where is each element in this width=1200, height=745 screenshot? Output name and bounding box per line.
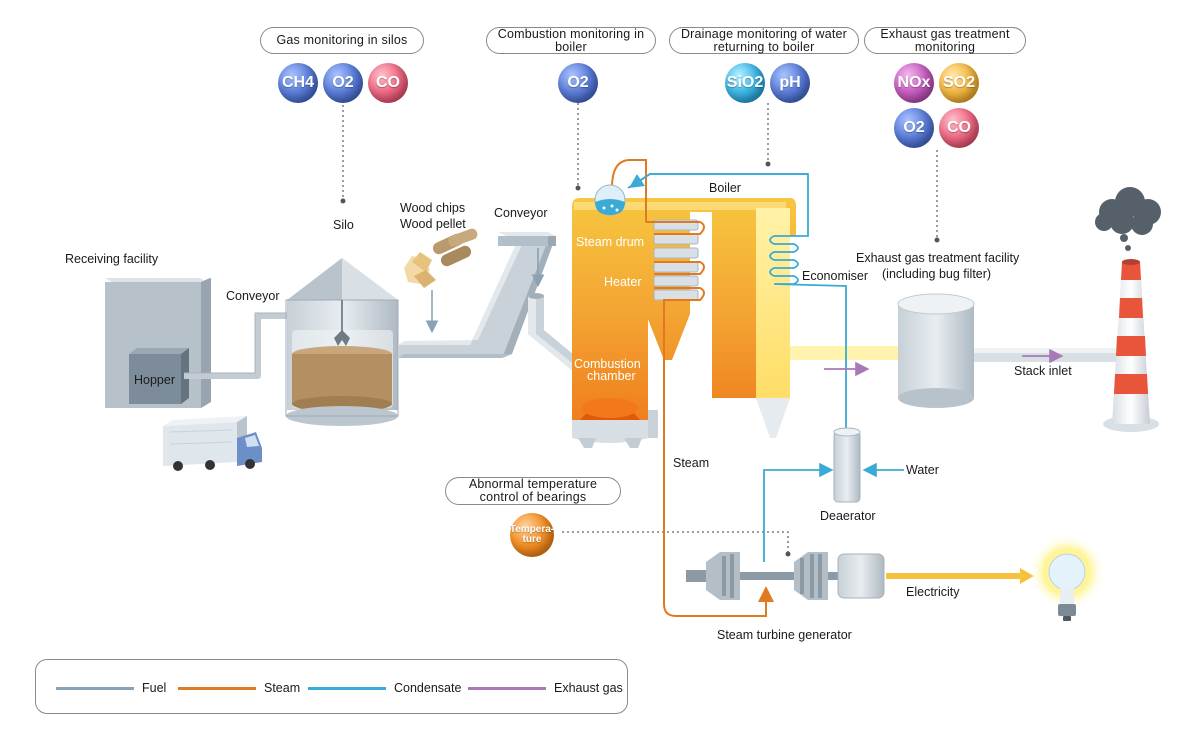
stack bbox=[1103, 259, 1159, 432]
label-silo: Silo bbox=[333, 218, 354, 232]
legend-exhaust-line bbox=[468, 686, 546, 690]
light-bulb-icon bbox=[1029, 534, 1105, 621]
legend-condensate-line bbox=[308, 686, 386, 690]
label-chamber: chamber bbox=[587, 369, 636, 383]
monitor-gas-silos: Gas monitoring in silos bbox=[260, 27, 424, 54]
exhaust-treatment-facility bbox=[897, 293, 975, 408]
label-heater: Heater bbox=[604, 275, 642, 289]
gas-o2-icon: O2 bbox=[323, 63, 363, 103]
gas-ch4-icon: CH4 bbox=[278, 63, 318, 103]
temperature-gauge-icon: Tempera- ture bbox=[510, 513, 554, 557]
gas-ph-icon: pH bbox=[770, 63, 810, 103]
legend-label: Exhaust gas bbox=[554, 681, 623, 695]
legend: Fuel Steam Condensate Exhaust gas bbox=[35, 659, 628, 714]
label-wood-pellet: Wood pellet bbox=[400, 217, 466, 231]
label-wood-chips: Wood chips bbox=[400, 201, 466, 215]
label-water: Water bbox=[906, 463, 939, 477]
legend-label: Fuel bbox=[142, 681, 167, 695]
legend-fuel-line bbox=[56, 686, 134, 690]
monitor-leaders bbox=[342, 103, 938, 552]
monitor-exhaust: Exhaust gas treatment monitoring bbox=[864, 27, 1026, 54]
feed-chute bbox=[528, 293, 580, 372]
truck-icon bbox=[163, 416, 262, 471]
label-economiser: Economiser bbox=[802, 269, 868, 283]
condensate-lines bbox=[627, 173, 904, 562]
label-bug-filter: (including bug filter) bbox=[882, 267, 992, 281]
gas-so2-icon: SO2 bbox=[939, 63, 979, 103]
monitor-drainage: Drainage monitoring of water returning t… bbox=[669, 27, 859, 54]
label-exhaust-facility: Exhaust gas treatment facility bbox=[856, 251, 1020, 265]
monitor-bearings: Abnormal temperature control of bearings bbox=[445, 477, 621, 505]
economiser bbox=[756, 208, 902, 438]
label-conveyor-1: Conveyor bbox=[226, 289, 280, 303]
silo bbox=[285, 258, 399, 426]
smoke-icon bbox=[1095, 187, 1161, 251]
label-stack-inlet: Stack inlet bbox=[1014, 364, 1072, 378]
label-receiving-facility: Receiving facility bbox=[65, 252, 159, 266]
steam-turbine-generator bbox=[686, 552, 885, 600]
label-boiler: Boiler bbox=[709, 181, 741, 195]
gas-sio2-icon: SiO2 bbox=[725, 63, 765, 103]
gas-o2-icon: O2 bbox=[894, 108, 934, 148]
gas-co-icon: CO bbox=[368, 63, 408, 103]
gas-o2-icon: O2 bbox=[558, 63, 598, 103]
steam-lines bbox=[611, 159, 774, 617]
legend-steam-line bbox=[178, 686, 256, 690]
legend-fuel: Fuel bbox=[56, 681, 166, 695]
label-conveyor-2: Conveyor bbox=[494, 206, 548, 220]
label-combustion: Combustion bbox=[574, 357, 641, 371]
gas-co-icon: CO bbox=[939, 108, 979, 148]
furnace bbox=[572, 198, 796, 448]
monitor-combustion: Combustion monitoring in boiler bbox=[486, 27, 656, 54]
deaerator bbox=[833, 427, 861, 503]
label-turbine: Steam turbine generator bbox=[717, 628, 852, 642]
label-hopper: Hopper bbox=[134, 373, 175, 387]
steam-drum bbox=[594, 184, 626, 216]
legend-condensate: Condensate bbox=[308, 681, 461, 695]
legend-label: Condensate bbox=[394, 681, 462, 695]
receiving-facility bbox=[105, 278, 211, 408]
wood-pellet-icon bbox=[432, 228, 478, 267]
wood-chips-icon bbox=[404, 252, 436, 288]
fuel-pipes bbox=[184, 313, 300, 379]
label-steam-drum: Steam drum bbox=[576, 235, 645, 249]
legend-steam: Steam bbox=[178, 681, 300, 695]
legend-label: Steam bbox=[264, 681, 301, 695]
legend-exhaust: Exhaust gas bbox=[468, 681, 623, 695]
gas-nox-icon: NOx bbox=[894, 63, 934, 103]
label-electricity: Electricity bbox=[906, 585, 960, 599]
label-steam: Steam bbox=[673, 456, 710, 470]
label-deaerator: Deaerator bbox=[820, 509, 876, 523]
